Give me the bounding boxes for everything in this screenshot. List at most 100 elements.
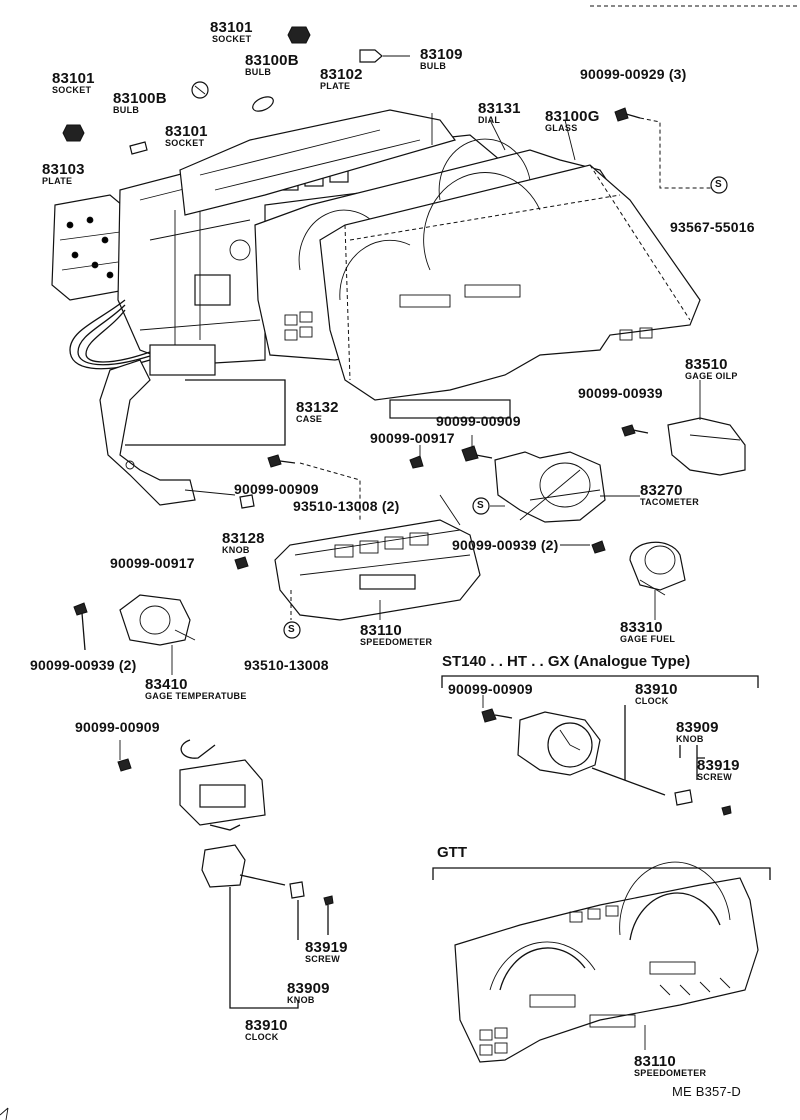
cluster-assembly [51,26,715,506]
section-title-gtt: GTT [437,844,467,861]
part-label-83270: 83270 TACOMETER [640,483,699,507]
part-number: 83110 [360,622,402,639]
analogue-clock-section [441,675,759,816]
part-label-93567-55016: 93567-55016 [670,219,755,235]
part-number: 83919 [305,939,348,956]
speedometer-middle [234,454,590,621]
part-number: 83100B [245,52,299,69]
part-number: 83270 [640,482,683,499]
part-label-90099-00939-temp: 90099-00939 (2) [30,657,137,673]
part-label-83101-left: 83101 SOCKET [52,71,95,95]
part-label-83100b-left: 83100B BULB [113,91,167,115]
part-label-83110-gtt: 83110 SPEEDOMETER [634,1054,706,1078]
part-label-83100g: 83100G GLASS [545,109,600,133]
part-label-83103: 83103 PLATE [42,162,85,186]
part-label-90099-00909-clock: 90099-00909 [75,719,160,735]
reference-code: ME B357-D [672,1084,741,1099]
marker-s-tach: S [477,500,484,511]
part-label-90099-00939-right: 90099-00939 [578,385,663,401]
part-name: BULB [113,105,140,115]
part-name: BULB [420,61,447,71]
part-label-83102: 83102 PLATE [320,67,363,91]
part-number: 83100B [113,90,167,107]
part-label-90099-00917-speedo: 90099-00917 [110,555,195,571]
part-number: 83101 [52,70,95,87]
part-number: 83101 [165,123,208,140]
part-label-83919-digital: 83919 SCREW [305,940,348,964]
part-label-90099-00909-tach: 90099-00909 [436,413,521,429]
part-name: SCREW [305,954,340,964]
part-number: 83109 [420,46,463,63]
part-label-83910-digital: 83910 CLOCK [245,1018,288,1042]
part-label-83109: 83109 BULB [420,47,463,71]
part-number: 83103 [42,161,85,178]
part-name: GAGE FUEL [620,634,676,644]
part-name: KNOB [287,995,315,1005]
part-name: TACOMETER [640,497,700,507]
part-label-83410: 83410 GAGE TEMPERATUBE [145,677,247,701]
part-number: 83909 [676,719,719,736]
part-label-83909-digital: 83909 KNOB [287,981,330,1005]
part-number: 83910 [635,681,678,698]
part-label-83110-middle: 83110 SPEEDOMETER [360,623,432,647]
digital-clock [117,739,334,1009]
part-label-83131: 83131 DIAL [478,101,521,125]
part-name: SCREW [697,772,732,782]
part-name: BULB [245,67,272,77]
part-label-90099-00917-tach: 90099-00917 [370,430,455,446]
part-label-83128: 83128 KNOB [222,531,265,555]
part-name: GAGE TEMPERATUBE [145,691,247,701]
part-label-93510-13008-lower: 93510-13008 [244,657,329,673]
part-label-93510-13008-upper: 93510-13008 (2) [293,498,400,514]
part-name: GAGE OILP [685,371,738,381]
part-name: SPEEDOMETER [360,637,433,647]
part-number: 83910 [245,1017,288,1034]
part-name: KNOB [676,734,704,744]
part-name: KNOB [222,545,250,555]
part-name: GLASS [545,123,578,133]
part-name: CASE [296,414,323,424]
part-label-90099-00929: 90099-00929 (3) [580,66,687,82]
part-label-90099-00939-speedo: 90099-00939 (2) [452,537,559,553]
gage-oilp [621,380,746,476]
part-number: 83128 [222,530,265,547]
part-number: 83410 [145,676,188,693]
part-label-90099-00909-knob: 90099-00909 [234,481,319,497]
part-number: 83909 [287,980,330,997]
part-label-83310: 83310 GAGE FUEL [620,620,675,644]
tacometer [409,435,640,554]
part-label-83510: 83510 GAGE OILP [685,357,738,381]
part-name: PLATE [320,81,351,91]
part-number: 83510 [685,356,728,373]
part-number: 83100G [545,108,600,125]
gtt-speedometer [432,861,771,1063]
part-label-83101-top: 83101 SOCKET [210,20,253,44]
part-label-90099-00909-analogue: 90099-00909 [448,681,533,697]
part-number: 83132 [296,399,339,416]
part-number: 83101 [210,19,253,36]
part-label-83100b-right: 83100B BULB [245,53,299,77]
part-name: SOCKET [165,138,205,148]
part-label-83132: 83132 CASE [296,400,339,424]
part-name: CLOCK [245,1032,279,1042]
marker-s-top: S [715,179,722,190]
marker-s-speedo: S [288,624,295,635]
part-name: PLATE [42,176,73,186]
gage-fuel [629,541,686,620]
gage-temperature [73,594,196,675]
part-name: DIAL [478,115,501,125]
part-label-83909-analogue: 83909 KNOB [676,720,719,744]
part-number: 83310 [620,619,663,636]
part-label-83919-analogue: 83919 SCREW [697,758,740,782]
part-number: 83110 [634,1053,676,1070]
part-label-83910-analogue: 83910 CLOCK [635,682,678,706]
part-number: 83102 [320,66,363,83]
part-name: SOCKET [212,34,252,44]
section-title-analogue: ST140 . . HT . . GX (Analogue Type) [442,653,691,670]
part-name: SOCKET [52,85,92,95]
part-name: SPEEDOMETER [634,1068,707,1078]
part-number: 83131 [478,100,521,117]
part-name: CLOCK [635,696,669,706]
